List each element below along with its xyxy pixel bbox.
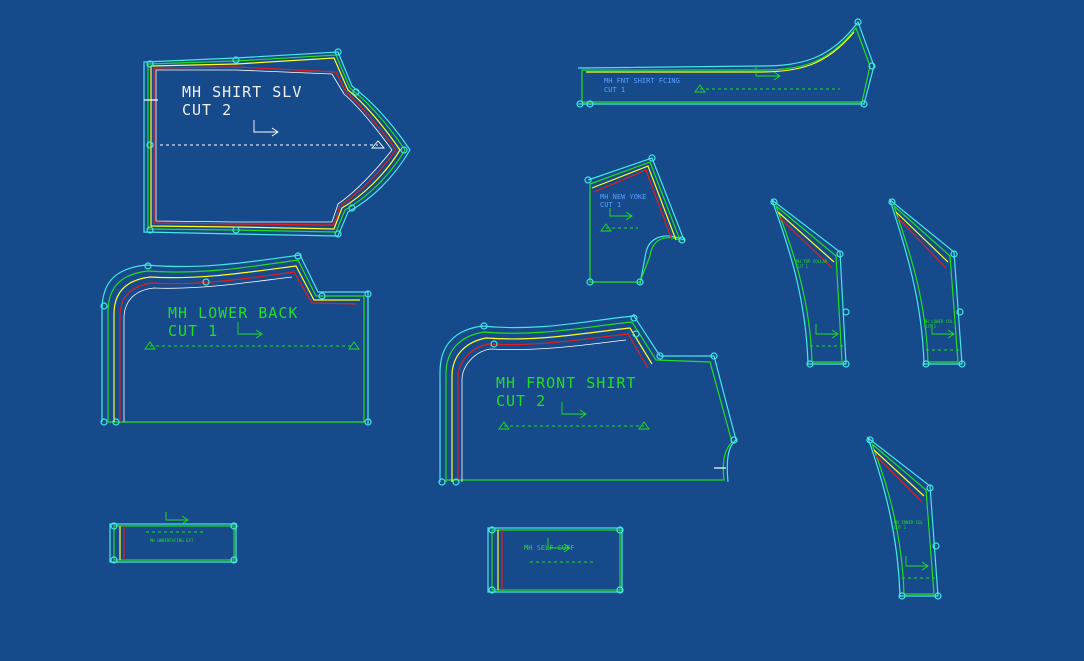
front-facing-label-cut: CUT 1 — [604, 86, 625, 94]
sleeve-label-cut: CUT 2 — [182, 101, 232, 119]
new-yoke-label-cut: CUT 1 — [600, 201, 621, 209]
lower-back-outline-cyan — [101, 254, 369, 424]
piece-self-cuff[interactable]: MH SELF CUFF — [487, 526, 624, 594]
sleeve-outline-red — [153, 66, 397, 226]
lower-collar-markers — [888, 198, 966, 368]
top-collar-outline-green — [775, 205, 843, 363]
new-yoke-label-name: MH NEW YOKE — [600, 193, 646, 201]
piece-new-yoke[interactable]: MH NEW YOKE CUT 1 — [584, 154, 686, 286]
lower-collar-label-cut: CUT 1 — [924, 324, 937, 329]
front-shirt-outline-yellow — [451, 327, 653, 482]
sleeve-outline-yellow — [150, 57, 401, 230]
self-cuff-outline-cyan — [487, 527, 623, 593]
self-cuff-markers — [488, 526, 624, 594]
new-yoke-direction-arrow — [609, 208, 633, 221]
piece-lower-collar[interactable]: MH LOWER COL CUT 1 — [888, 198, 966, 368]
sleeve-direction-arrow — [253, 120, 279, 137]
new-yoke-outline-cyan — [587, 157, 686, 285]
lower-collar-direction-arrow — [931, 324, 955, 339]
sleeve-grain-marker — [371, 140, 385, 149]
lower-back-label-name: MH LOWER BACK — [168, 304, 298, 322]
top-collar-markers — [770, 198, 850, 368]
lower-back-outline-white — [123, 276, 293, 422]
underfacing-outline-green — [113, 525, 235, 561]
inner-collar-label-name: MH INNER COL — [894, 520, 923, 525]
underfacing-label-name: MH UNDERFACING EXT — [150, 538, 194, 543]
front-shirt-outline-red — [457, 333, 649, 482]
top-collar-outline-red — [779, 217, 833, 269]
lower-back-outline-green — [107, 259, 365, 423]
lower-back-outline-red — [119, 271, 357, 422]
new-yoke-outline-red — [593, 169, 673, 241]
underfacing-direction-arrow — [165, 512, 189, 525]
front-shirt-markers — [438, 314, 738, 486]
lower-back-direction-arrow — [237, 322, 263, 339]
lower-collar-outline-cyan — [888, 198, 963, 365]
front-shirt-grain-marker-left — [498, 421, 510, 430]
front-shirt-outline-green — [445, 321, 733, 482]
front-facing-label-name: MH FNT SHIRT FCING — [604, 77, 680, 85]
piece-lower-back[interactable]: MH LOWER BACK CUT 1 — [100, 252, 372, 426]
piece-underfacing-ext[interactable]: MH UNDERFACING EXT — [109, 512, 238, 564]
new-yoke-outline-green — [589, 161, 682, 283]
front-facing-markers — [576, 18, 876, 108]
lower-back-grain-marker-left — [144, 341, 156, 350]
front-shirt-grain-marker-right — [638, 421, 650, 430]
piece-top-collar[interactable]: MH TOP COLLAR CUT 1 — [770, 198, 850, 368]
inner-collar-direction-arrow — [905, 556, 929, 571]
lower-back-label-cut: CUT 1 — [168, 322, 218, 340]
inner-collar-markers — [866, 436, 942, 600]
underfacing-outline-cyan — [109, 523, 237, 563]
sleeve-label-name: MH SHIRT SLV — [182, 83, 302, 101]
piece-front-shirt[interactable]: MH FRONT SHIRT CUT 2 — [438, 314, 738, 486]
piece-front-facing[interactable]: MH FNT SHIRT FCING CUT 1 — [576, 18, 876, 108]
inner-collar-outline-cyan — [866, 436, 939, 597]
front-shirt-outline-white — [461, 339, 627, 482]
lower-collar-outline-yellow — [895, 211, 949, 263]
front-shirt-label-name: MH FRONT SHIRT — [496, 374, 636, 392]
front-facing-outline-green — [581, 26, 871, 103]
piece-inner-collar[interactable]: MH INNER COL CUT 1 — [866, 436, 942, 600]
sleeve-outline-green — [147, 54, 406, 233]
top-collar-label-name: MH TOP COLLAR — [796, 259, 828, 264]
top-collar-outline-yellow — [777, 211, 835, 263]
front-facing-outline-cyan — [577, 20, 875, 105]
lower-back-grain-marker-right — [348, 341, 360, 350]
top-collar-direction-arrow — [815, 324, 839, 339]
self-cuff-direction-arrow — [547, 538, 571, 553]
lower-collar-label-name: MH LOWER COL — [924, 319, 953, 324]
sleeve-corner-markers — [146, 48, 408, 238]
top-collar-outline-cyan — [770, 198, 847, 365]
new-yoke-grain-marker — [600, 223, 612, 232]
sleeve-outline-white — [155, 69, 393, 223]
inner-collar-outline-green — [871, 443, 935, 595]
front-facing-outline-yellow — [586, 31, 855, 73]
lower-back-outline-yellow — [113, 265, 360, 422]
new-yoke-outline-yellow — [591, 165, 677, 241]
front-shirt-direction-arrow — [561, 402, 587, 419]
inner-collar-label-cut: CUT 1 — [894, 525, 907, 530]
inner-collar-outline-red — [875, 455, 923, 503]
front-facing-direction-arrow — [755, 66, 781, 81]
inner-collar-outline-yellow — [873, 449, 925, 497]
underfacing-markers — [110, 522, 238, 564]
sleeve-outline-cyan — [143, 51, 411, 237]
piece-shirt-sleeve[interactable]: MH SHIRT SLV CUT 2 — [143, 48, 411, 238]
self-cuff-outline-green — [491, 529, 621, 591]
front-shirt-outline-cyan — [439, 315, 737, 483]
lower-collar-outline-red — [897, 217, 947, 269]
new-yoke-markers — [584, 154, 686, 286]
top-collar-label-cut: CUT 1 — [796, 264, 809, 269]
lower-back-markers — [100, 252, 372, 426]
self-cuff-label-name: MH SELF CUFF — [524, 544, 575, 552]
front-shirt-label-cut: CUT 2 — [496, 392, 546, 410]
front-facing-grain-marker — [694, 84, 706, 93]
